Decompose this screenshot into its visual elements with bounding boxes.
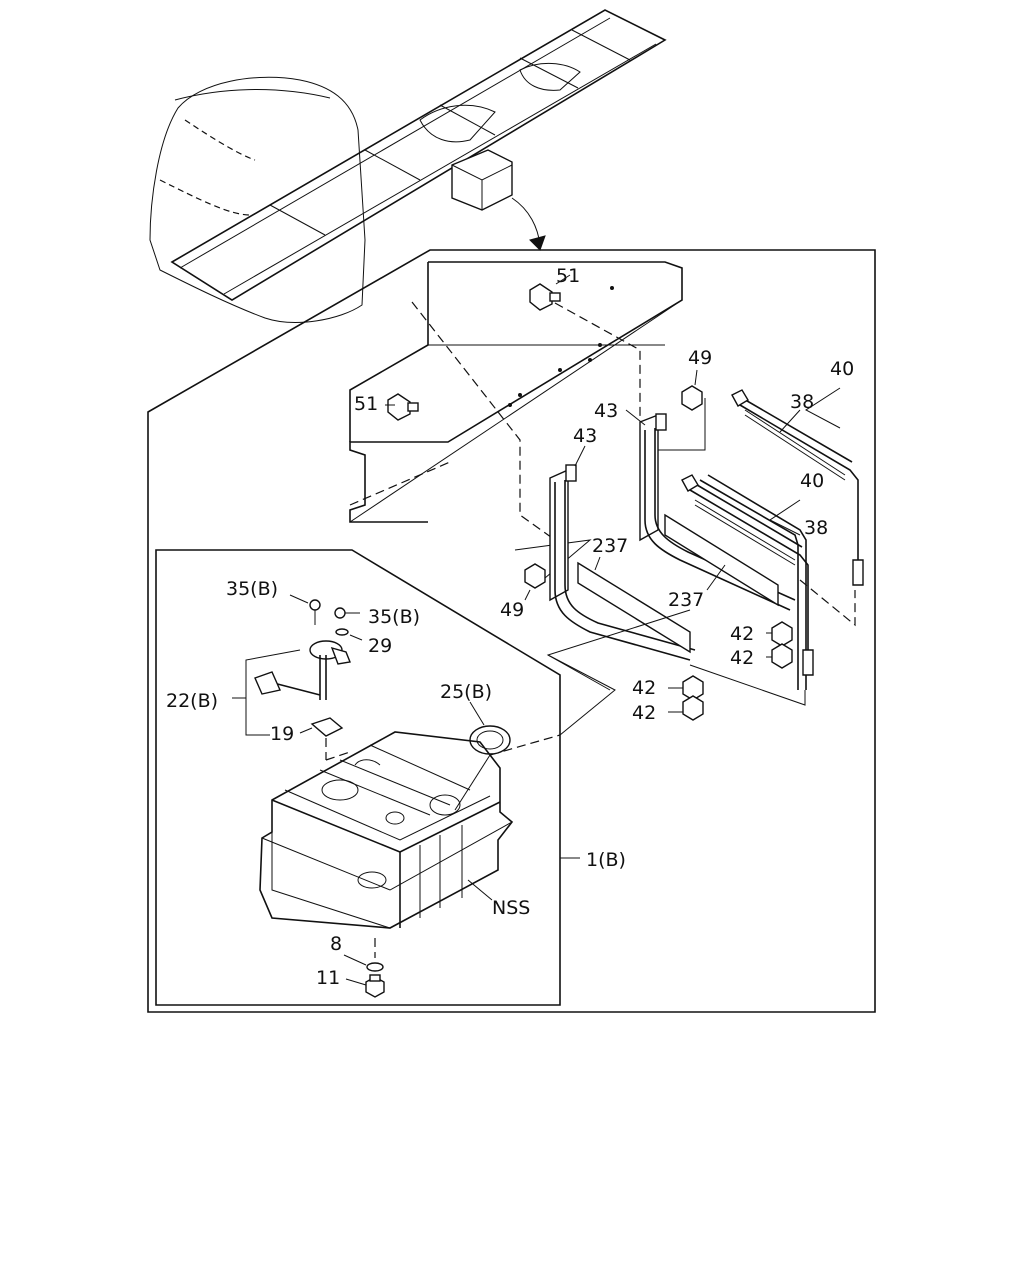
label-40-upper: 40 bbox=[830, 358, 854, 380]
label-25b: 25(B) bbox=[440, 681, 492, 703]
label-8: 8 bbox=[330, 933, 342, 955]
nut-42-a bbox=[771, 621, 793, 647]
nut-49-bottom bbox=[524, 563, 546, 589]
label-35b-right: 35(B) bbox=[368, 606, 420, 628]
bolt-51-left bbox=[387, 393, 419, 421]
strap-lower bbox=[554, 480, 696, 661]
label-51-left: 51 bbox=[354, 393, 378, 415]
label-42-c: 42 bbox=[632, 677, 656, 699]
label-38-lower: 38 bbox=[804, 517, 828, 539]
washer-29 bbox=[335, 628, 349, 636]
detail-frame bbox=[147, 249, 876, 1013]
label-51-top: 51 bbox=[556, 265, 580, 287]
rod-38-upper bbox=[731, 389, 864, 586]
label-49-top: 49 bbox=[688, 347, 712, 369]
label-22b: 22(B) bbox=[166, 690, 218, 712]
gasket-19 bbox=[310, 717, 344, 737]
strap-upper bbox=[644, 428, 807, 690]
label-237-lower: 237 bbox=[592, 535, 628, 557]
washer-8 bbox=[366, 962, 384, 972]
drain-plug-11 bbox=[365, 974, 385, 998]
label-42-d: 42 bbox=[632, 702, 656, 724]
label-43-upper: 43 bbox=[594, 400, 618, 422]
truck-overview bbox=[149, 9, 667, 323]
label-29: 29 bbox=[368, 635, 392, 657]
fuel-tank bbox=[259, 731, 514, 929]
fuel-sender-unit bbox=[254, 640, 351, 700]
rod-38-lower bbox=[681, 474, 814, 676]
filler-cap-25b bbox=[469, 725, 511, 755]
bracket-43-upper bbox=[639, 413, 667, 542]
label-11: 11 bbox=[316, 967, 340, 989]
label-35b-left: 35(B) bbox=[226, 578, 278, 600]
rubber-pad-237-upper bbox=[664, 513, 779, 607]
tank-subassembly-frame bbox=[155, 549, 561, 1006]
label-42-a: 42 bbox=[730, 623, 754, 645]
bolt-51-top bbox=[529, 283, 561, 311]
label-40-lower: 40 bbox=[800, 470, 824, 492]
nut-49-top bbox=[681, 385, 703, 411]
label-237-upper: 237 bbox=[668, 589, 704, 611]
label-nss: NSS bbox=[492, 897, 530, 919]
screw-35b-right bbox=[334, 607, 360, 619]
label-49-bottom: 49 bbox=[500, 599, 524, 621]
label-43-lower: 43 bbox=[573, 425, 597, 447]
label-1b: 1(B) bbox=[586, 849, 626, 871]
label-38-upper: 38 bbox=[790, 391, 814, 413]
frame-rail bbox=[349, 261, 683, 523]
label-19: 19 bbox=[270, 723, 294, 745]
bracket-43-lower bbox=[549, 464, 577, 602]
nut-42-b bbox=[771, 643, 793, 669]
rubber-pad-237-lower bbox=[577, 561, 691, 654]
nut-42-d bbox=[682, 695, 704, 721]
label-42-b: 42 bbox=[730, 647, 754, 669]
screw-35b-left bbox=[309, 599, 321, 625]
nut-42-c bbox=[682, 675, 704, 701]
